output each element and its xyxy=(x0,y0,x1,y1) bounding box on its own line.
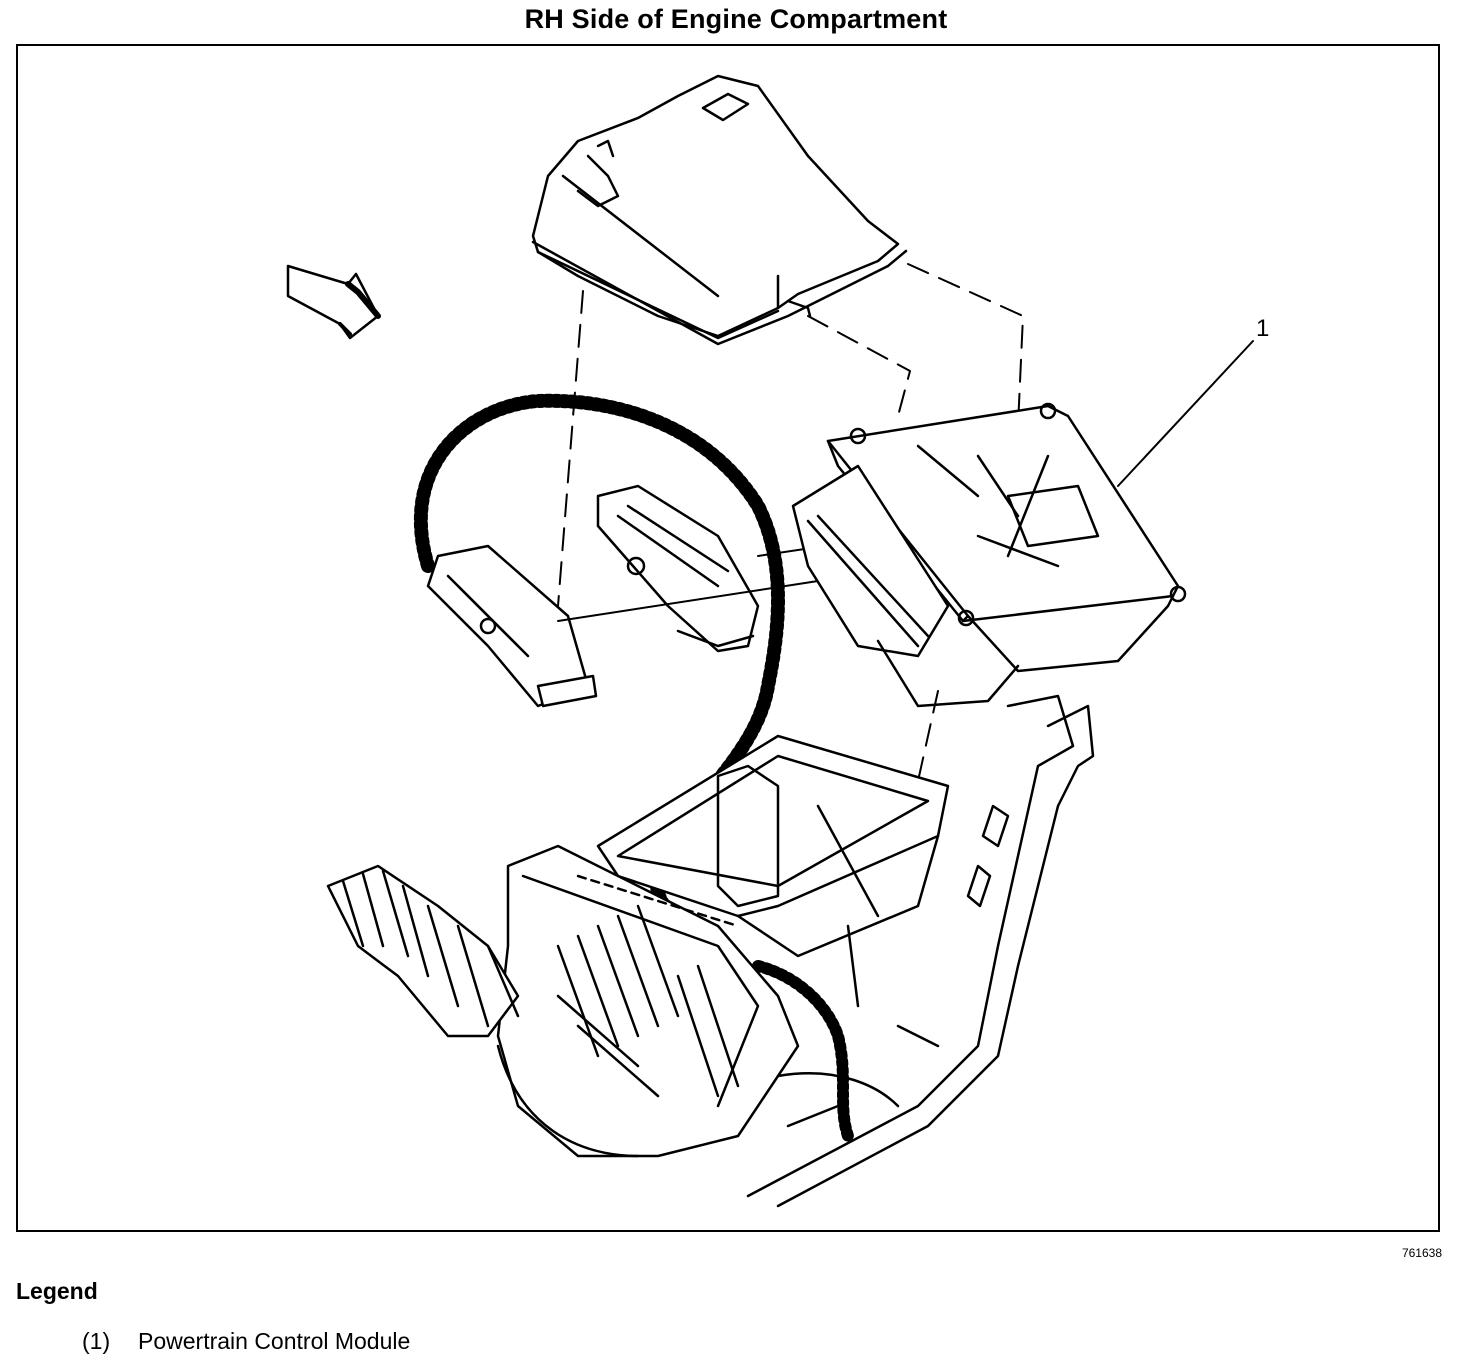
pcm-tray xyxy=(596,734,950,1008)
legend-item-label: Powertrain Control Module xyxy=(138,1328,411,1354)
middle-connector xyxy=(596,484,760,653)
figure-id: 761638 xyxy=(1401,1246,1442,1260)
legend-heading: Legend xyxy=(16,1278,98,1304)
mounting-bracket xyxy=(746,694,1095,1208)
powertrain-control-module xyxy=(791,402,1187,708)
diagram-frame: 1 xyxy=(16,44,1440,1232)
callout-1-leader xyxy=(1117,340,1254,487)
intake-duct xyxy=(326,864,520,1038)
pcm-cover xyxy=(531,74,908,346)
direction-arrow xyxy=(286,264,381,340)
engine-compartment-illustration: 1 xyxy=(286,74,1269,1208)
legend-item-number: (1) xyxy=(82,1328,111,1354)
diagram-title: RH Side of Engine Compartment xyxy=(524,4,948,34)
callout-number-1: 1 xyxy=(1256,315,1269,342)
air-cleaner-housing xyxy=(496,844,800,1158)
legend-item: (1) Powertrain Control Module xyxy=(82,1328,410,1355)
lower-frame-lines xyxy=(496,1044,900,1158)
left-connector xyxy=(426,544,598,708)
